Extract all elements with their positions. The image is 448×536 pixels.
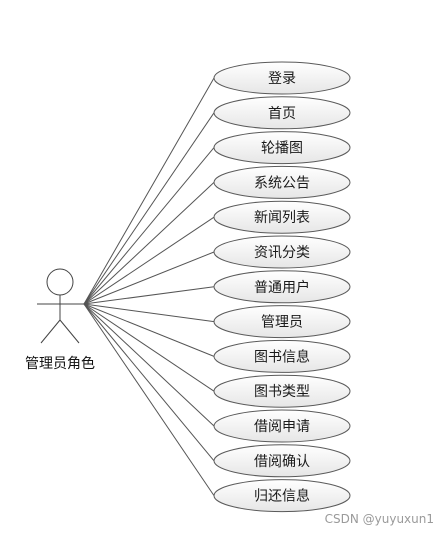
- use-case-label: 资讯分类: [254, 245, 310, 261]
- use-case-ellipse: [213, 165, 351, 199]
- use-case: 归还信息: [213, 479, 351, 513]
- use-case-label: 首页: [268, 106, 296, 122]
- use-case-label: 图书信息: [254, 348, 310, 365]
- actor-right-leg: [59, 319, 80, 344]
- use-case-ellipse: [213, 270, 351, 304]
- use-case: 图书类型: [213, 374, 351, 408]
- use-case-label: 借阅申请: [254, 419, 310, 435]
- use-case-ellipse: [213, 131, 351, 165]
- use-case-ellipse: [213, 61, 351, 95]
- association-lines: [83, 77, 215, 496]
- association-line: [83, 303, 215, 462]
- use-case-label: 管理员: [261, 315, 303, 331]
- use-case: 图书信息: [213, 339, 351, 373]
- use-case-label: 登录: [268, 71, 296, 87]
- association-line: [83, 251, 215, 305]
- use-case-ellipse: [213, 235, 351, 269]
- use-case-ellipse: [213, 409, 351, 443]
- use-case-label: 归还信息: [254, 488, 310, 505]
- use-case-label: 轮播图: [261, 141, 303, 157]
- use-case-ellipse: [213, 479, 351, 513]
- use-case-list: 登录首页轮播图系统公告新闻列表资讯分类普通用户管理员图书信息图书类型借阅申请借阅…: [213, 61, 351, 513]
- actor-label: 管理员角色: [25, 355, 95, 372]
- use-case-ellipse: [213, 339, 351, 373]
- use-case-label: 普通用户: [254, 279, 310, 296]
- association-line: [83, 112, 215, 305]
- use-case-label: 图书类型: [254, 384, 310, 400]
- association-line: [83, 286, 215, 305]
- use-case: 资讯分类: [213, 235, 351, 269]
- association-line: [83, 303, 215, 392]
- association-line: [83, 216, 215, 305]
- association-line: [83, 303, 215, 427]
- association-line: [83, 303, 215, 496]
- use-case: 借阅确认: [213, 444, 351, 478]
- association-line: [83, 182, 215, 305]
- association-line: [83, 147, 215, 305]
- use-case-ellipse: [213, 305, 351, 339]
- use-case: 借阅申请: [213, 409, 351, 443]
- use-case: 管理员: [213, 305, 351, 339]
- actor-head: [46, 268, 74, 296]
- use-case-label: 新闻列表: [254, 210, 310, 226]
- use-case: 轮播图: [213, 131, 351, 165]
- use-case: 系统公告: [213, 165, 351, 199]
- use-case-ellipse: [213, 444, 351, 478]
- use-case: 登录: [213, 61, 351, 95]
- use-case-ellipse: [213, 200, 351, 234]
- association-line: [83, 303, 215, 323]
- use-case: 普通用户: [213, 270, 351, 304]
- use-case: 首页: [213, 96, 351, 130]
- use-case-ellipse: [213, 96, 351, 130]
- watermark: CSDN @yuyuxun1: [324, 512, 434, 526]
- association-line: [83, 303, 215, 357]
- use-case: 新闻列表: [213, 200, 351, 234]
- actor-left-leg: [40, 319, 61, 344]
- actor-admin: 管理员角色: [25, 268, 95, 372]
- use-case-label: 系统公告: [254, 175, 310, 191]
- use-case-label: 借阅确认: [254, 454, 310, 470]
- use-case-ellipse: [213, 374, 351, 408]
- association-line: [83, 77, 215, 305]
